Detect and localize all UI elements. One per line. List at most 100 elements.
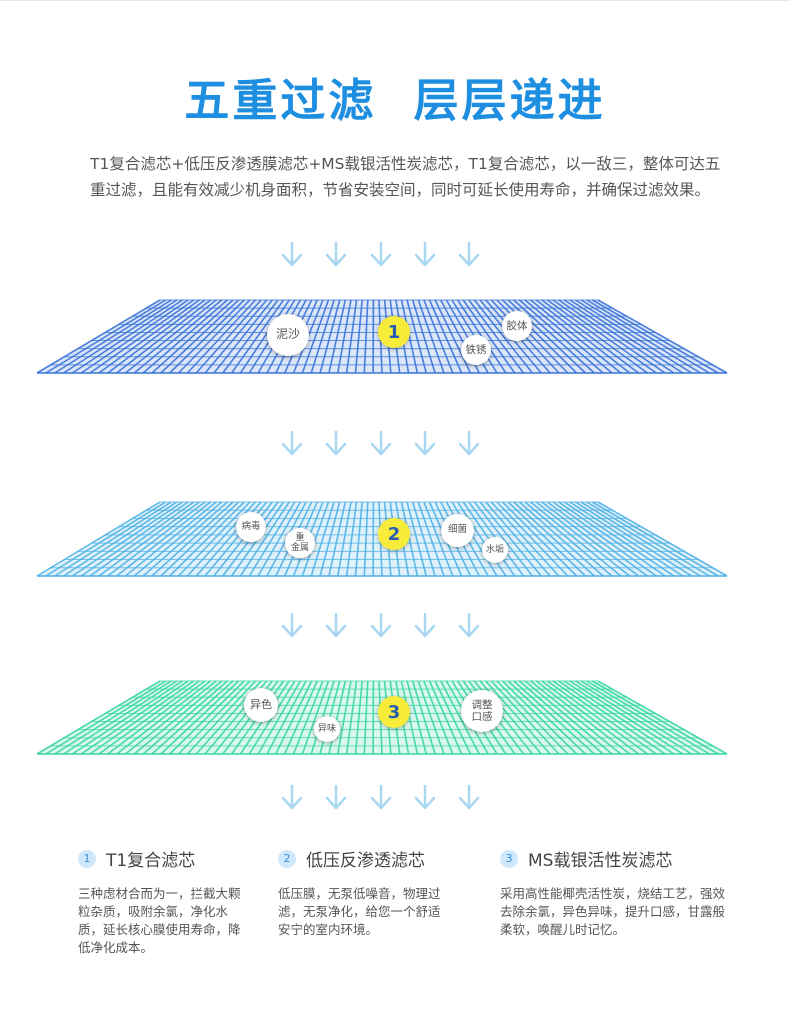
mesh-strand <box>456 501 507 577</box>
layer-number-badge-2: 2 <box>378 518 410 550</box>
mesh-strand <box>89 501 195 577</box>
mesh-strand <box>591 680 719 755</box>
mesh-strand <box>239 299 290 374</box>
mesh-strand <box>310 299 335 374</box>
mesh-strand <box>142 299 228 374</box>
mesh-strand <box>597 501 728 577</box>
mesh-strand <box>45 501 167 577</box>
mesh-strand <box>501 680 578 755</box>
mesh-strand <box>513 680 595 755</box>
mesh-strand <box>406 299 428 374</box>
mesh-strand <box>319 299 341 374</box>
mesh-strand <box>406 680 428 755</box>
mesh-strand <box>71 501 183 577</box>
mesh-strand <box>434 299 472 374</box>
mesh-strand <box>563 501 675 577</box>
mesh-strand <box>558 501 666 577</box>
mesh-strand <box>133 680 223 755</box>
mesh-strand <box>142 680 228 755</box>
contaminant-bubble-scale: 水垢 <box>482 537 508 563</box>
mesh-strand <box>354 299 363 374</box>
mesh-strand <box>546 299 648 374</box>
mesh-strand <box>169 680 245 755</box>
mesh-strand <box>507 501 587 577</box>
mesh-strand <box>301 501 330 577</box>
mesh-strand <box>142 501 228 577</box>
mesh-strand <box>275 680 313 755</box>
mesh-strand <box>160 299 240 374</box>
mesh-strand <box>89 299 195 374</box>
mesh-strand <box>563 299 675 374</box>
filter-title: MS载银活性炭滤芯 <box>528 851 673 871</box>
mesh-strand <box>36 501 161 577</box>
filter-title: 低压反渗透滤芯 <box>306 851 425 871</box>
mesh-strand <box>107 680 206 755</box>
filter-description: 低压膜，无泵低噪音，物理过滤，无泵净化，给您一个舒适安宁的室内环境。 <box>278 886 441 937</box>
mesh-strand <box>63 299 178 374</box>
mesh-strand <box>169 299 245 374</box>
mesh-strand <box>400 299 419 374</box>
mesh-strand <box>411 501 436 577</box>
mesh-strand <box>411 299 436 374</box>
mesh-strand <box>124 680 217 755</box>
mesh-strand <box>541 501 640 577</box>
mesh-strand <box>530 299 622 374</box>
mesh-strand <box>354 501 363 577</box>
layer-number-badge-1: 1 <box>378 316 410 348</box>
mesh-strand <box>524 299 613 374</box>
filter-description: 三种虑材合而为一，拦截大颗粒杂质，吸附余氯，净化水质，延长核心膜使用寿命，降低净… <box>78 886 241 955</box>
filter-number-icon: 1 <box>78 849 96 868</box>
mesh-strand <box>428 680 463 755</box>
mesh-strand <box>423 680 454 755</box>
mesh-strand <box>301 680 330 755</box>
mesh-strand <box>513 501 595 577</box>
mesh-strand <box>107 299 206 374</box>
mesh-strand <box>575 299 693 374</box>
mesh-strand <box>336 299 352 374</box>
mesh-strand <box>45 680 167 755</box>
filter-column-2: 2 低压反渗透滤芯 低压膜，无泵低噪音，物理过滤，无泵净化，给您一个舒适安宁的室… <box>278 846 498 939</box>
mesh-strand <box>98 501 200 577</box>
mesh-strand <box>345 299 358 374</box>
mesh-strand <box>501 501 578 577</box>
mesh-strand <box>417 501 445 577</box>
mesh-strand <box>586 501 710 577</box>
top-divider <box>0 0 790 1</box>
mesh-strand <box>54 680 172 755</box>
mesh-strand <box>345 501 358 577</box>
mesh-strand <box>518 299 604 374</box>
mesh-strand <box>80 680 189 755</box>
mesh-strand <box>597 680 728 755</box>
mesh-strand <box>406 501 428 577</box>
contaminant-bubble-rust: 铁锈 <box>461 335 491 365</box>
mesh-strand <box>440 680 481 755</box>
mesh-strand <box>524 680 613 755</box>
mesh-strand <box>507 680 587 755</box>
mesh-strand <box>230 299 285 374</box>
mesh-strand <box>423 501 454 577</box>
mesh-strand <box>535 299 631 374</box>
filter-number-icon: 3 <box>500 849 518 868</box>
mesh-strand <box>546 680 648 755</box>
mesh-strand <box>563 680 675 755</box>
contaminant-bubble-virus: 病毒 <box>236 512 266 542</box>
mesh-strand <box>186 680 257 755</box>
page-title: 五重过滤 层层递进 <box>184 74 606 127</box>
mesh-strand <box>462 299 516 374</box>
mesh-strand <box>186 299 257 374</box>
mesh-strand <box>151 299 234 374</box>
mesh-strand <box>336 501 352 577</box>
mesh-strand <box>36 299 161 374</box>
mesh-strand <box>423 299 454 374</box>
filter-title: T1复合滤芯 <box>106 851 196 871</box>
mesh-strand <box>177 680 251 755</box>
mesh-strand <box>283 680 318 755</box>
mesh-strand <box>116 501 212 577</box>
mesh-strand <box>530 501 622 577</box>
mesh-strand <box>569 680 684 755</box>
mesh-strand <box>266 680 307 755</box>
mesh-strand <box>116 680 212 755</box>
mesh-strand <box>63 680 178 755</box>
mesh-strand <box>575 680 693 755</box>
